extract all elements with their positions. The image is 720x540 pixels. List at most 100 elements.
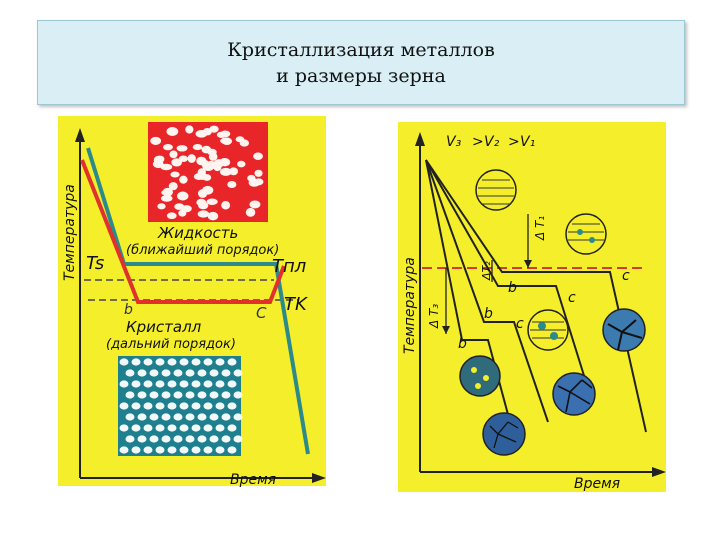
crystal-atom — [167, 380, 177, 388]
crystal-atom — [197, 391, 207, 399]
crystal-atom — [149, 435, 159, 443]
x-axis-arrow — [652, 467, 666, 477]
liquid-atom — [220, 137, 231, 145]
liquid-atom — [162, 187, 173, 197]
left-diagram-panel: Температура Время Жидкость (ближайший по… — [58, 116, 326, 488]
grain-circle-v1-solid — [602, 308, 646, 352]
liquid-atom — [157, 203, 166, 210]
crystal-atom — [143, 424, 153, 432]
liquid-atom — [150, 136, 162, 145]
dt1-arrow — [524, 260, 532, 268]
liquid-atom — [237, 160, 246, 168]
liquid-atom — [254, 178, 264, 186]
crystal-atom — [143, 402, 153, 410]
right-diagram-svg: Температура Время V₃ > V₂ > V₁ Δ T₁ ΔT₂ … — [402, 132, 666, 492]
crystal-atom — [173, 391, 183, 399]
b-label-mid: b — [484, 306, 493, 322]
grain-circle-v3-crystal — [459, 355, 501, 397]
liquid-atom — [254, 169, 263, 177]
crystal-atom — [197, 369, 207, 377]
crystal-atom — [155, 424, 165, 432]
crystal-atom — [215, 358, 225, 366]
liquid-atom — [187, 154, 196, 163]
cooling-curve-v1 — [425, 159, 647, 433]
gt-sign-1: > — [472, 134, 484, 150]
liquid-atom — [221, 201, 231, 210]
liquid-atom — [227, 180, 237, 189]
crystal-atom — [197, 413, 207, 421]
crystal-atom — [203, 402, 213, 410]
liquid-atom — [202, 185, 214, 195]
liquid-atom — [202, 162, 215, 172]
red-cooling-curve — [80, 159, 286, 304]
gt-sign-2: > — [508, 134, 520, 150]
point-b-label: b — [124, 302, 133, 318]
tk-label: TK — [284, 294, 308, 315]
liquid-atom — [168, 182, 178, 191]
crystal-atom — [137, 413, 147, 421]
crystal-atom — [137, 435, 147, 443]
crystal-atom — [233, 413, 243, 421]
liquid-structure — [148, 122, 268, 222]
liquid-atom — [170, 171, 180, 178]
crystal-atom — [233, 369, 243, 377]
crystal-atom — [119, 402, 129, 410]
crystal-atom — [221, 391, 231, 399]
crystal-atom — [137, 369, 147, 377]
crystal-atom — [119, 424, 129, 432]
crystal-atom — [203, 424, 213, 432]
left-diagram-svg: Температура Время Жидкость (ближайший по… — [62, 122, 326, 488]
point-c-label: C — [256, 304, 267, 322]
crystal-atom — [149, 413, 159, 421]
liquid-atom — [229, 167, 239, 176]
liquid-order-label: (ближайший порядок) — [126, 243, 279, 258]
x-axis-arrow — [312, 473, 326, 483]
right-x-axis-label: Время — [574, 476, 620, 492]
title-box: Кристаллизация металлов и размеры зерна — [37, 20, 685, 105]
crystal-atom — [191, 446, 201, 454]
crystal-atom — [167, 424, 177, 432]
teal-cooling-curve — [86, 147, 310, 455]
crystal-atom — [131, 402, 141, 410]
crystal-atom — [203, 446, 213, 454]
b-label-top: b — [508, 280, 517, 296]
crystal-atom — [167, 402, 177, 410]
c-label-top: c — [622, 268, 630, 284]
right-diagram-panel: Температура Время V₃ > V₂ > V₁ Δ T₁ ΔT₂ … — [398, 122, 666, 492]
crystal-atom — [155, 380, 165, 388]
crystal-atom — [125, 391, 135, 399]
crystal-atom — [143, 380, 153, 388]
cooling-curve-v2 — [425, 159, 549, 423]
crystal-atom — [137, 391, 147, 399]
liquid-atom — [253, 152, 263, 160]
liquid-atom — [179, 175, 188, 184]
crystal-atom — [131, 446, 141, 454]
crystal-atom — [221, 435, 231, 443]
liquid-atom — [219, 158, 231, 167]
crystal-atom — [227, 424, 237, 432]
crystal-atom — [203, 358, 213, 366]
grain-circle-v1-start — [565, 213, 607, 255]
title-line-2: и размеры зерна — [276, 64, 446, 87]
crystal-atom — [209, 369, 219, 377]
right-y-axis-label: Температура — [402, 257, 418, 354]
crystal-atom — [143, 358, 153, 366]
crystal-atom — [227, 446, 237, 454]
crystal-atom — [185, 435, 195, 443]
liquid-atom — [181, 205, 192, 213]
liquid-atom — [245, 207, 256, 217]
liquid-atom — [169, 150, 178, 159]
crystal-atom — [179, 446, 189, 454]
crystal-atom — [203, 380, 213, 388]
crystal-atom — [167, 446, 177, 454]
v3-label: V₃ — [446, 134, 462, 150]
crystal-atom — [191, 358, 201, 366]
crystal-atom — [161, 413, 171, 421]
liquid-atom — [167, 127, 176, 134]
crystal-atom — [191, 424, 201, 432]
crystal-atom — [191, 380, 201, 388]
crystal-atom — [125, 413, 135, 421]
crystal-atom — [125, 369, 135, 377]
crystal-atom — [125, 435, 135, 443]
liquid-atom — [153, 155, 164, 165]
